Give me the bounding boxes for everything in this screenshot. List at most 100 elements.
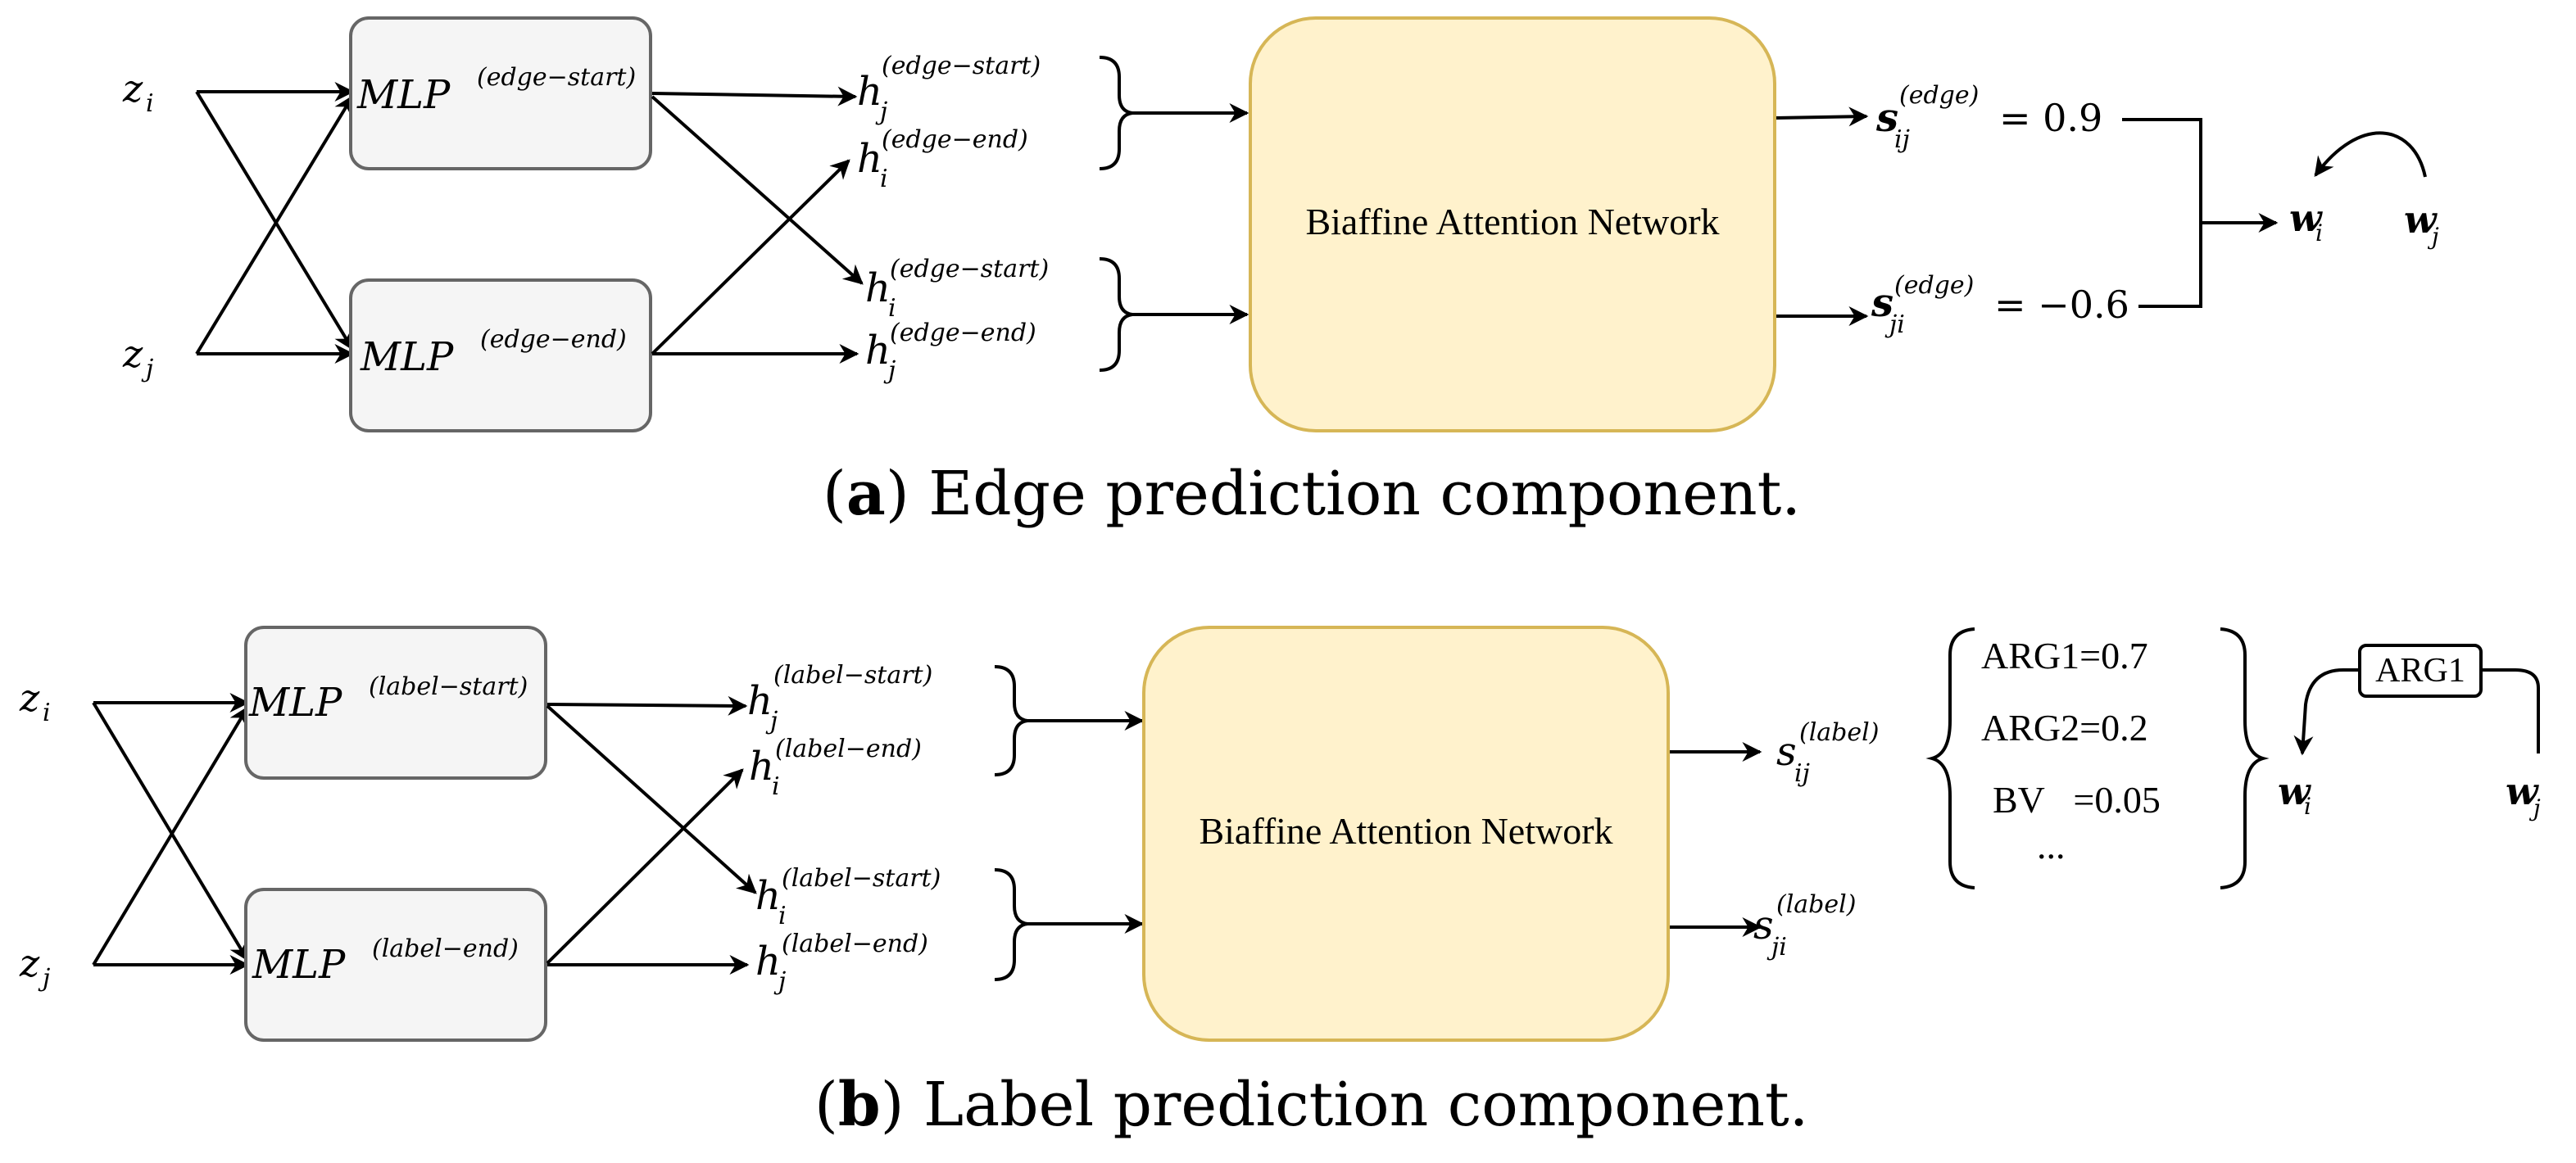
- caption-b: (b) Label prediction component.: [814, 1070, 1808, 1140]
- arc-wj-to-wi: [2314, 131, 2427, 178]
- svg-text:z: z: [122, 66, 143, 111]
- svg-text:j: j: [141, 355, 153, 383]
- mlp-edge-end: MLP (edge−end): [349, 278, 652, 432]
- label-score-bv: BV =0.05: [1993, 779, 2161, 821]
- svg-text:(label): (label): [1776, 890, 1856, 919]
- svg-text:i: i: [2304, 793, 2311, 820]
- svg-text:s: s: [1875, 95, 1898, 141]
- label-score-more: ...: [2037, 825, 2066, 867]
- arrow-mlp-start-to-hi: [651, 95, 864, 285]
- svg-text:(edge−start): (edge−start): [477, 63, 636, 92]
- svg-text:(edge−end): (edge−end): [890, 319, 1036, 347]
- arc-label-box: ARG1: [2358, 644, 2483, 698]
- label-score-arg1: ARG1=0.7: [1981, 635, 2148, 677]
- svg-text:h: h: [747, 678, 773, 724]
- merge-bracket: [2122, 118, 2202, 308]
- svg-text:h: h: [857, 69, 882, 115]
- arrow-mlp-label-start-to-hj: [546, 695, 748, 716]
- brace-bottom: [1099, 257, 1133, 372]
- input-zi-label: z i: [19, 676, 51, 727]
- arrow-zi-to-mlp-end: [195, 90, 354, 351]
- svg-text:= −0.6: = −0.6: [1994, 283, 2129, 327]
- svg-text:w: w: [2506, 769, 2539, 813]
- word-wi-edge: w i: [2289, 196, 2323, 247]
- svg-text:(edge): (edge): [1899, 81, 1979, 110]
- svg-text:h: h: [755, 939, 781, 984]
- biaffine-network-edge: Biaffine Attention Network: [1249, 16, 1776, 432]
- svg-text:h: h: [755, 873, 781, 919]
- h-j-edge-end: h j (edge−end): [865, 319, 1036, 385]
- brace-bottom-label: [994, 868, 1028, 981]
- svg-text:MLP: MLP: [356, 72, 451, 118]
- svg-text:(label−start): (label−start): [773, 661, 932, 690]
- svg-text:ij: ij: [1794, 759, 1810, 788]
- svg-text:(label−start): (label−start): [782, 864, 941, 893]
- svg-text:z: z: [19, 676, 40, 720]
- svg-text:(b) Label prediction component: (b) Label prediction component.: [814, 1070, 1808, 1140]
- svg-text:(label): (label): [1799, 718, 1879, 747]
- score-s-ij-label: s ij (label): [1776, 718, 1879, 788]
- scores-right-brace: [2220, 627, 2270, 889]
- mlp-edge-start: MLP (edge−start): [349, 16, 652, 170]
- svg-text:h: h: [865, 265, 891, 311]
- word-wj-edge: w j: [2404, 197, 2439, 250]
- arrow-mlp-label-end-to-hi: [546, 768, 744, 965]
- mlp-label-end: MLP (label−end): [244, 888, 547, 1042]
- svg-text:(label−end): (label−end): [775, 735, 922, 763]
- label-score-arg2: ARG2=0.2: [1981, 707, 2148, 749]
- svg-text:(edge−end): (edge−end): [480, 325, 627, 354]
- svg-text:(a) Edge prediction component.: (a) Edge prediction component.: [823, 459, 1801, 529]
- input-zj-label: z j: [19, 941, 50, 993]
- brace-top: [1099, 56, 1133, 170]
- svg-text:(label−end): (label−end): [372, 934, 519, 963]
- mlp-label-start: MLP (label−start): [244, 626, 547, 780]
- h-j-edge-start: h j (edge−start): [857, 52, 1041, 126]
- svg-text:h: h: [857, 136, 882, 182]
- svg-text:s: s: [1753, 903, 1774, 948]
- score-s-ji-edge: s ji (edge) = −0.6: [1871, 271, 2129, 339]
- score-s-ij-edge: s ij (edge) = 0.9: [1875, 81, 2102, 154]
- svg-text:= 0.9: = 0.9: [1999, 96, 2102, 140]
- brace-top-label: [994, 665, 1028, 776]
- svg-text:i: i: [880, 165, 888, 193]
- arrow-mlp-label-start-to-hi: [546, 704, 757, 894]
- svg-text:w: w: [2278, 769, 2311, 813]
- h-i-edge-start: h i (edge−start): [865, 255, 1049, 323]
- svg-text:(label−start): (label−start): [369, 672, 528, 701]
- input-zi: z i: [122, 66, 154, 118]
- svg-text:z: z: [122, 332, 143, 376]
- svg-text:h: h: [749, 744, 774, 790]
- arrow-zj-to-mlp-label-start: [92, 705, 249, 966]
- svg-text:(edge−start): (edge−start): [882, 52, 1041, 80]
- svg-text:w: w: [2404, 197, 2438, 242]
- svg-text:Biaffine Attention Network: Biaffine Attention Network: [1199, 810, 1612, 852]
- h-i-edge-end: h i (edge−end): [857, 125, 1028, 193]
- svg-text:i: i: [2315, 219, 2323, 247]
- svg-text:MLP: MLP: [248, 680, 342, 726]
- arrow-biaffine-to-s-ij: [1776, 106, 1869, 127]
- scores-left-brace: [1925, 627, 1975, 889]
- h-i-label-start: h i (label−start): [755, 864, 941, 930]
- label-score-list: ARG1=0.7 ARG2=0.2 BV =0.05 ...: [1981, 635, 2161, 867]
- h-j-label-start: h j (label−start): [747, 661, 932, 735]
- svg-text:i: i: [772, 772, 780, 801]
- svg-text:(label−end): (label−end): [782, 930, 928, 958]
- arrow-zj-to-mlp-start: [195, 94, 354, 355]
- h-j-label-end: h j (label−end): [755, 930, 928, 996]
- svg-text:j: j: [38, 964, 50, 993]
- arrow-mlp-start-to-hj: [651, 86, 858, 106]
- svg-text:h: h: [865, 328, 891, 373]
- caption-a: (a) Edge prediction component.: [823, 459, 1801, 529]
- svg-text:i: i: [146, 89, 154, 118]
- arrow-zi-to-mlp-label-end: [92, 701, 249, 962]
- arrow-mlp-end-to-hi: [651, 159, 850, 355]
- svg-text:w: w: [2289, 196, 2323, 240]
- svg-text:ij: ij: [1894, 125, 1910, 154]
- svg-text:i: i: [888, 294, 896, 323]
- h-i-label-end: h i (label−end): [749, 735, 922, 801]
- svg-text:i: i: [43, 699, 51, 727]
- svg-text:MLP: MLP: [360, 334, 454, 380]
- biaffine-network-label: Biaffine Attention Network: [1142, 626, 1670, 1042]
- svg-text:ARG1: ARG1: [2375, 652, 2465, 690]
